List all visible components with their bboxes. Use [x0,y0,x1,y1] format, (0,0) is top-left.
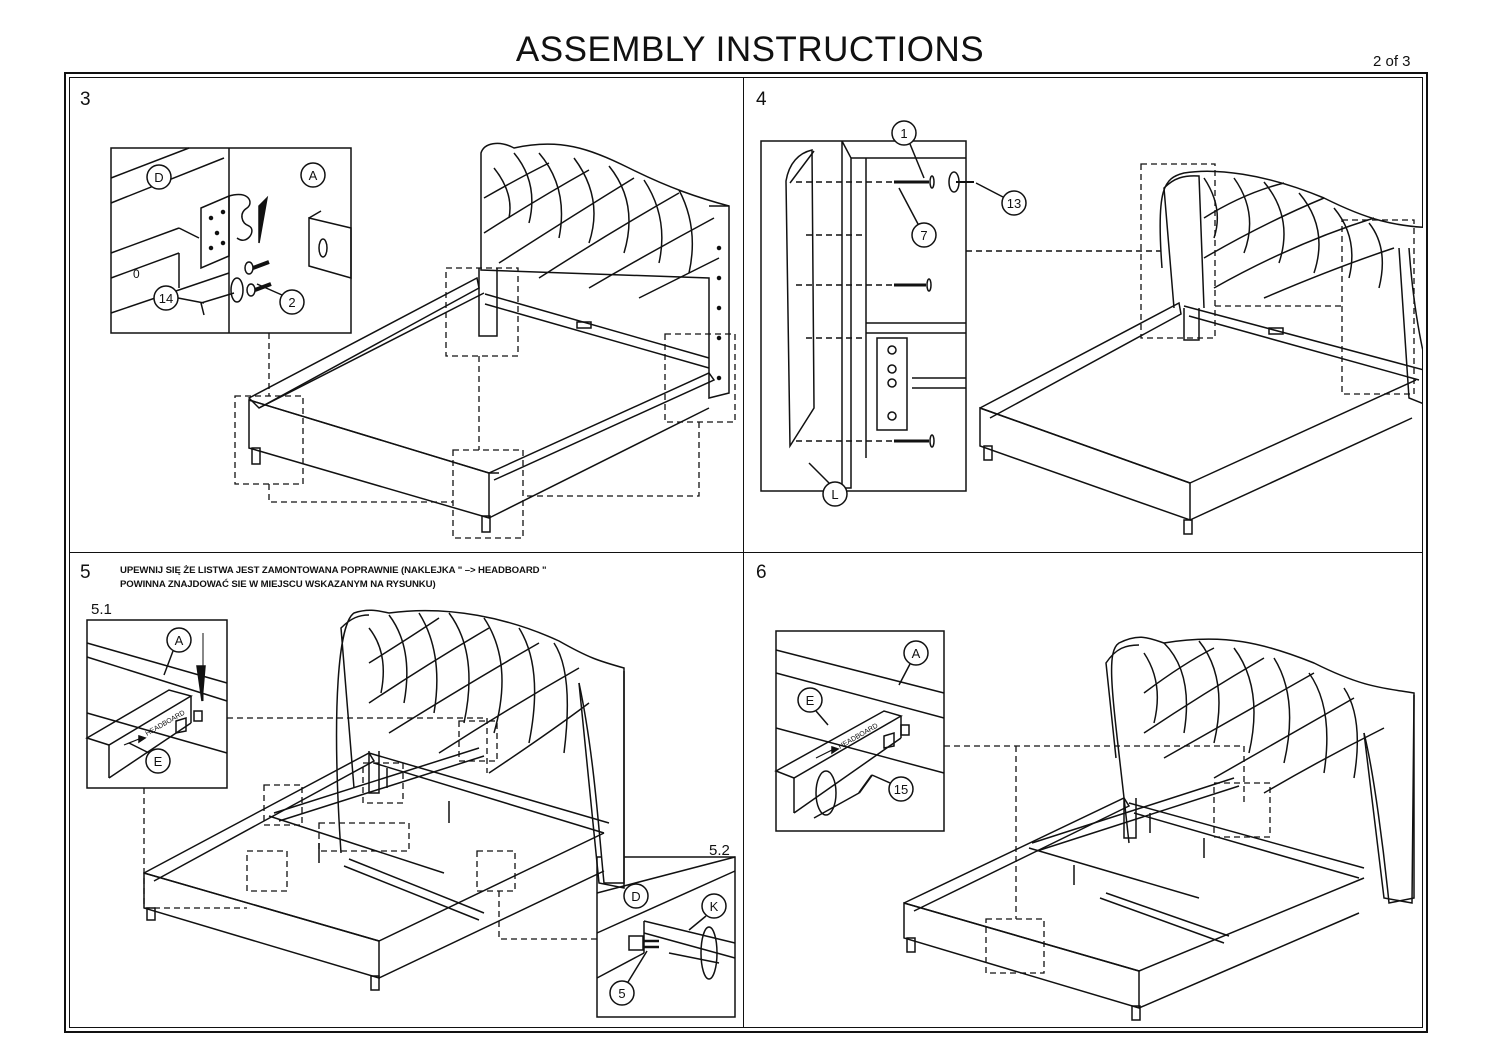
callout-E-label: E [806,693,815,708]
callout-14-label: 14 [159,291,173,306]
callout-15 [888,776,914,802]
step-3-guide-lines [234,267,736,539]
callout-7-label: 7 [920,228,927,243]
step-6-guide-lines [944,745,1271,974]
callout-K-label: K [710,899,719,914]
callout-A [166,627,192,653]
step-5-note-line-1: UPEWNIJ SIĘ ŻE LISTWA JEST ZAMONTOWANA P… [120,565,547,576]
callout-2-label: 2 [288,295,295,310]
callout-D [623,883,649,909]
callout-E [797,687,823,713]
callout-7 [911,222,937,248]
step-4-detail-inset [760,140,974,492]
callout-D-label: D [154,170,163,185]
callout-A-label: A [309,168,318,183]
step-5-number: 5 [80,562,91,583]
callout-L [822,481,848,507]
step-6-bed-frame [903,636,1415,1021]
substep-5-1-number: 5.1 [91,601,112,618]
step-5-note: UPEWNIJ SIĘ ŻE LISTWA JEST ZAMONTOWANA P… [120,564,710,592]
step-4-bed-frame [979,170,1423,535]
step-4-inset-guides [796,181,1179,442]
step-3-illustration: 0 [110,142,736,539]
callout-A [903,640,929,666]
step-5-bed-frame [143,609,625,991]
outer-frame [64,72,1428,1033]
callout-D-label: D [631,889,640,904]
substep-5-2-number: 5.2 [709,842,730,859]
callout-2 [256,283,305,315]
callout-A [300,162,326,188]
callout-5-label: 5 [618,986,625,1001]
callout-L-label: L [831,487,838,502]
callout-K [701,893,727,919]
step-5-illustration: HEADBOARD [85,609,736,1018]
callout-E [145,748,171,774]
callout-E-label: E [154,754,163,769]
step-3-bed-frame [247,142,730,533]
callout-5 [609,980,635,1006]
callout-D [146,164,172,190]
step-5-guide-lines [143,717,597,940]
page-number: 2 of 3 [1373,53,1411,70]
callout-A-label: A [175,633,184,648]
callout-1-label: 1 [900,126,907,141]
step-6-detail-inset: HEADBOARD [774,630,945,832]
callout-13 [1001,190,1027,216]
svg-text:0: 0 [133,267,140,281]
callout-A-label: A [912,646,921,661]
step-6-illustration: HEADBOARD A [774,630,1415,1021]
step-5-note-line-2: POWINNA ZNAJDOWAĆ SIE W MIEJSCU WSKAZANY… [120,579,436,590]
step-4-guide-lines [1140,163,1415,395]
document-title: ASSEMBLY INSTRUCTIONS [515,30,985,69]
step-4-illustration: 1 7 13 L [760,120,1423,535]
substep-5-1-inset: HEADBOARD [85,619,228,789]
step-3-number: 3 [80,89,91,110]
callout-1 [891,120,917,146]
step-6-number: 6 [756,562,767,583]
callout-15-label: 15 [894,782,908,797]
callout-14 [153,285,205,311]
step-4-number: 4 [756,89,767,110]
callout-13-label: 13 [1007,196,1021,211]
panel-divider-horizontal [69,552,1423,553]
